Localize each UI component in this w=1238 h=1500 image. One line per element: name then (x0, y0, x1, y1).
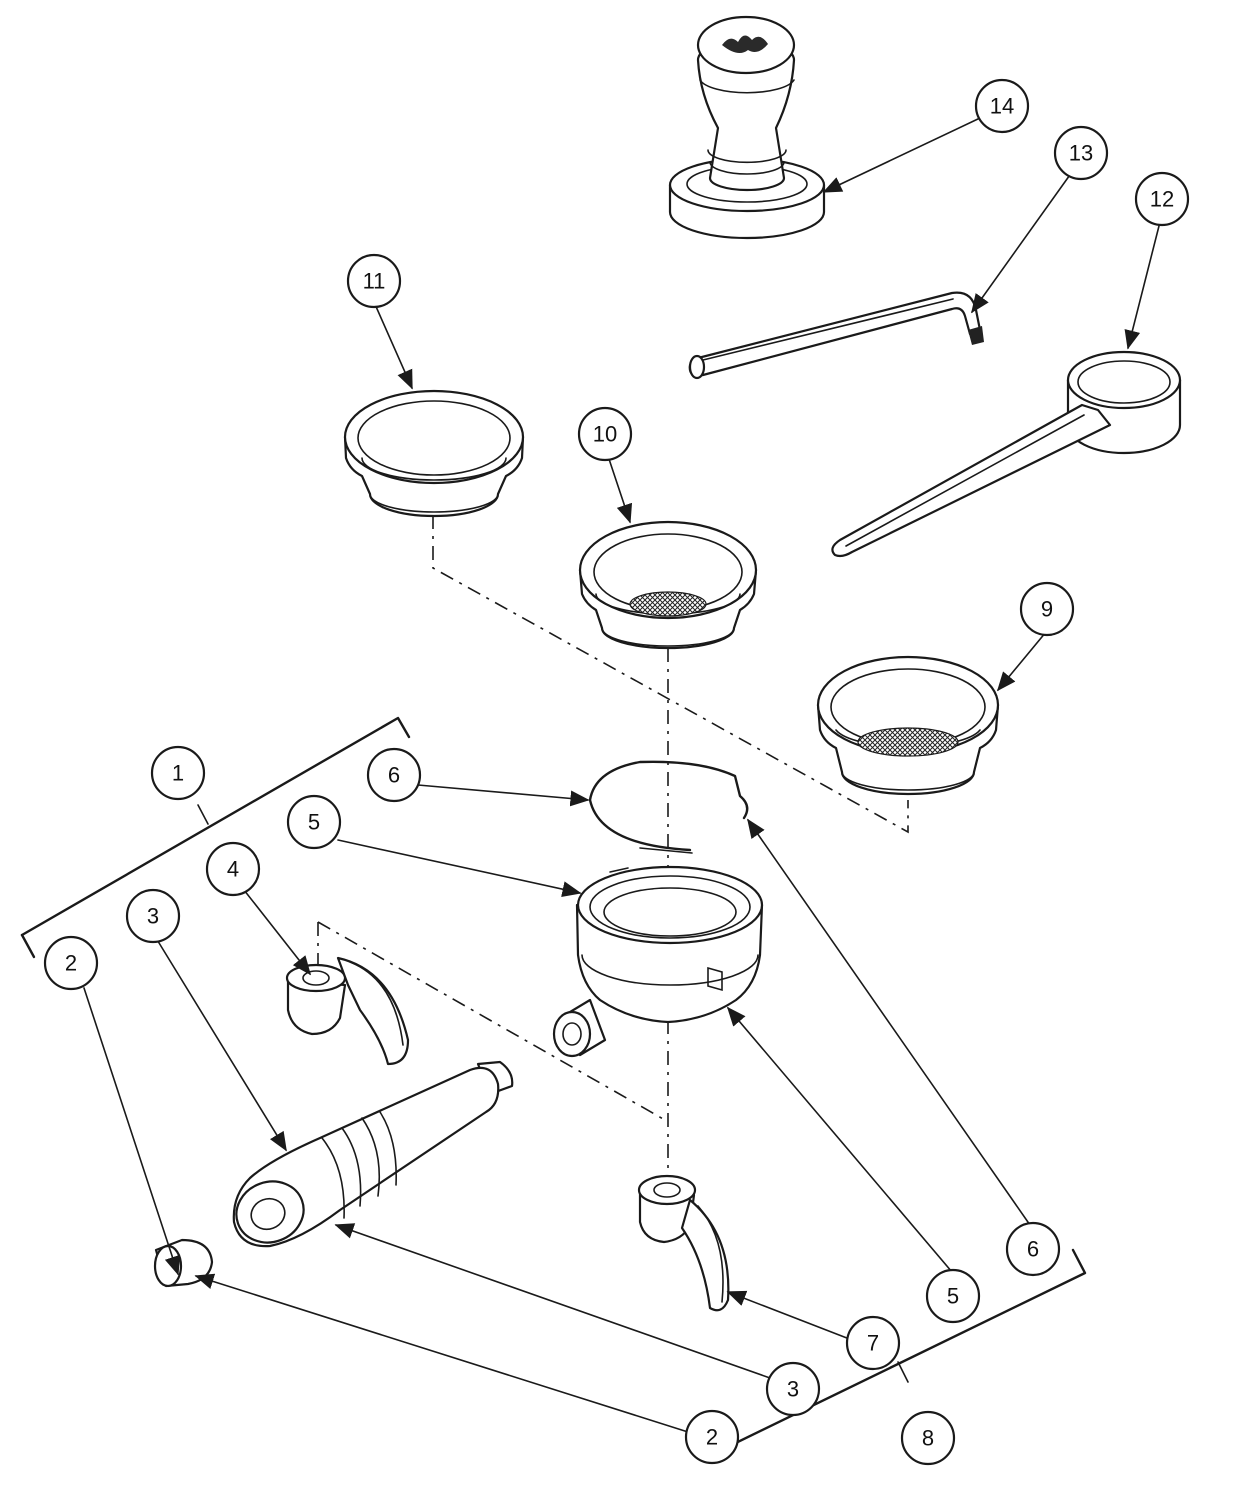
callout-6-lower-label: 6 (1027, 1237, 1039, 1262)
callout-7: 7 (845, 1315, 901, 1371)
callout-5-upper: 5 (286, 794, 342, 850)
portafilter-body-part (552, 865, 764, 1058)
callout-5-upper-label: 5 (308, 810, 320, 835)
callout-10-label: 10 (593, 422, 617, 447)
callout-8-label: 8 (922, 1426, 934, 1451)
bracket-group-1 (20, 716, 411, 959)
callout-7-label: 7 (867, 1331, 879, 1356)
callout-8: 8 (900, 1410, 956, 1466)
filter-basket-9 (816, 655, 1000, 796)
callout-11-label: 11 (363, 269, 386, 294)
callout-2-lower: 2 (684, 1409, 740, 1465)
callout-12: 12 (1134, 171, 1190, 227)
tamper-logo-icon (722, 35, 768, 54)
handle-part (232, 1060, 514, 1248)
callout-9: 9 (1019, 581, 1075, 637)
callout-1: 1 (150, 745, 206, 801)
measuring-scoop-part (831, 350, 1182, 558)
callout-6-upper-label: 6 (388, 763, 400, 788)
spout-lower-part (637, 1174, 730, 1312)
filter-basket-10 (578, 520, 758, 650)
callout-14: 14 (974, 78, 1030, 134)
callout-1-label: 1 (172, 761, 184, 786)
callout-12-label: 12 (1150, 187, 1174, 212)
callout-6-upper: 6 (366, 747, 422, 803)
callout-14-label: 14 (990, 94, 1014, 119)
callout-2-upper-label: 2 (65, 951, 77, 976)
callout-3-lower: 3 (765, 1361, 821, 1417)
callout-5-lower-label: 5 (947, 1284, 959, 1309)
filter-basket-11 (343, 389, 525, 518)
rod-tool-part (688, 291, 984, 380)
callout-13-label: 13 (1069, 141, 1093, 166)
callout-3-lower-label: 3 (787, 1377, 799, 1402)
callout-2-upper: 2 (43, 935, 99, 991)
callout-13: 13 (1053, 125, 1109, 181)
callout-4-label: 4 (227, 857, 239, 882)
callout-3-upper: 3 (125, 888, 181, 944)
callout-10: 10 (577, 406, 633, 462)
callout-2-lower-label: 2 (706, 1425, 718, 1450)
callout-6-lower: 6 (1005, 1221, 1061, 1277)
retaining-spring-part (588, 760, 749, 854)
leader-lines (83, 117, 1161, 1433)
spout-upper-part (285, 956, 410, 1066)
callout-5-lower: 5 (925, 1268, 981, 1324)
callout-9-label: 9 (1041, 597, 1053, 622)
callout-11: 11 (346, 253, 402, 309)
tamper-part (668, 15, 826, 240)
callout-4: 4 (205, 841, 261, 897)
callout-3-upper-label: 3 (147, 904, 159, 929)
